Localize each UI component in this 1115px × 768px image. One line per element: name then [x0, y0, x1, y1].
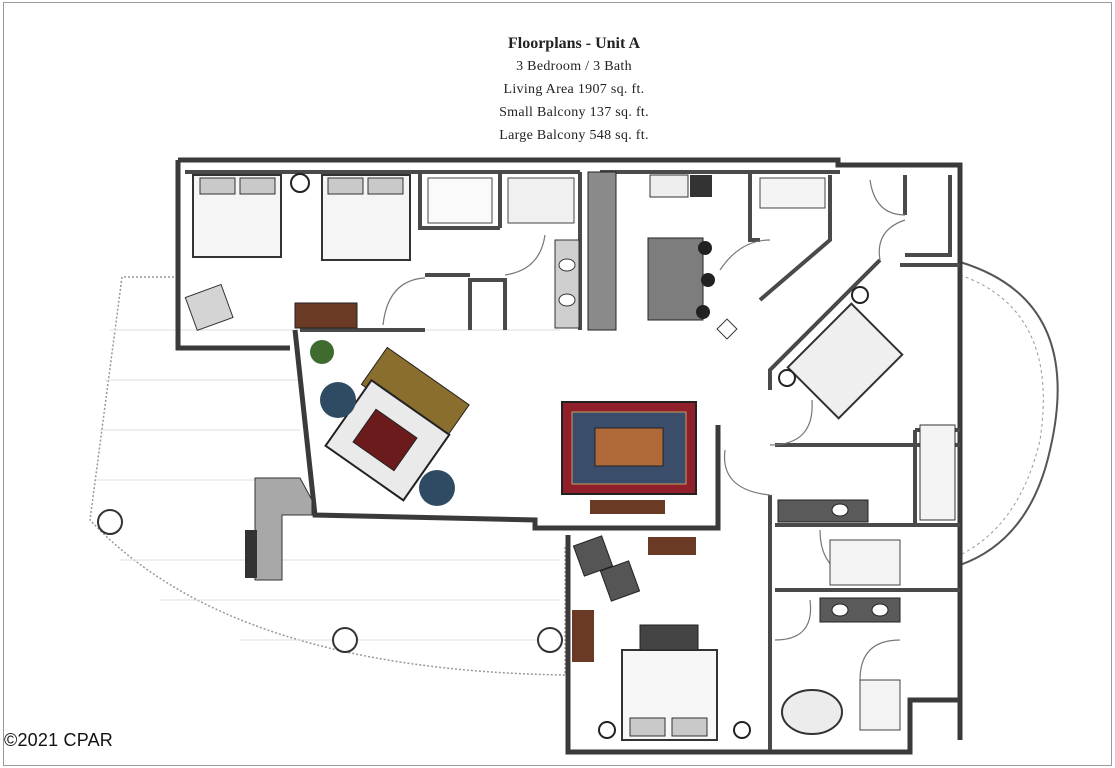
fridge [690, 175, 712, 197]
coffee-table-top [352, 408, 418, 472]
page-frame [3, 2, 1112, 766]
pillow [367, 177, 404, 195]
dresser [427, 177, 493, 224]
pillow [199, 177, 236, 195]
living-area: Living Area 1907 sq. ft. [503, 82, 645, 97]
bar-stool [696, 305, 710, 319]
dining-table [594, 427, 664, 467]
sideboard [294, 302, 358, 329]
bathroom-vanity [554, 239, 580, 329]
copyright-notice: ©2021 CPAR [4, 730, 113, 750]
accent-chair [419, 470, 455, 506]
end-table [716, 318, 738, 340]
sectional-sofa [254, 477, 313, 581]
pillow [239, 177, 276, 195]
floorplan-title: Floorplans - Unit A [507, 35, 640, 52]
pillow [671, 717, 708, 737]
potted-plant [310, 340, 334, 364]
large-balcony-grid [96, 329, 560, 641]
soaking-tub [781, 689, 843, 735]
armchair [599, 560, 641, 602]
nightstand-lamp [851, 286, 869, 304]
large-balcony-area: Large Balcony 548 sq. ft. [499, 128, 649, 143]
accent-chair [320, 382, 356, 418]
floorplan-header: Floorplans - Unit A 3 Bedroom / 3 Bath L… [0, 32, 1115, 147]
bar-stool [698, 241, 712, 255]
small-balcony-outline [959, 261, 1059, 566]
bench [639, 624, 699, 651]
balcony-post [97, 509, 123, 535]
armchair [572, 535, 614, 577]
pillow [629, 717, 666, 737]
bed [786, 302, 904, 420]
kitchen-island [647, 237, 704, 321]
nightstand-lamp [733, 721, 751, 739]
kitchen-counter [587, 171, 617, 331]
console-table [590, 500, 665, 514]
bathroom-vanity [777, 499, 869, 523]
closet [507, 177, 575, 224]
shower [829, 539, 901, 586]
bar-stools [245, 530, 257, 578]
armchair [184, 283, 234, 332]
nightstand-lamp [290, 173, 310, 193]
shower [859, 679, 901, 731]
room-count: 3 Bedroom / 3 Bath [516, 59, 632, 74]
interior-walls [185, 170, 960, 750]
bar-stool [701, 273, 715, 287]
small-balcony-area: Small Balcony 137 sq. ft. [499, 105, 649, 120]
dresser [648, 537, 696, 555]
pillow [327, 177, 364, 195]
large-balcony-outline [89, 276, 566, 676]
planter [759, 177, 826, 209]
exterior-walls [175, 157, 963, 755]
nightstand-lamp [778, 369, 796, 387]
stove [649, 174, 689, 198]
balcony-post [537, 627, 563, 653]
balcony-post [332, 627, 358, 653]
desk [572, 610, 594, 662]
bathtub [919, 424, 956, 521]
nightstand-lamp [598, 721, 616, 739]
